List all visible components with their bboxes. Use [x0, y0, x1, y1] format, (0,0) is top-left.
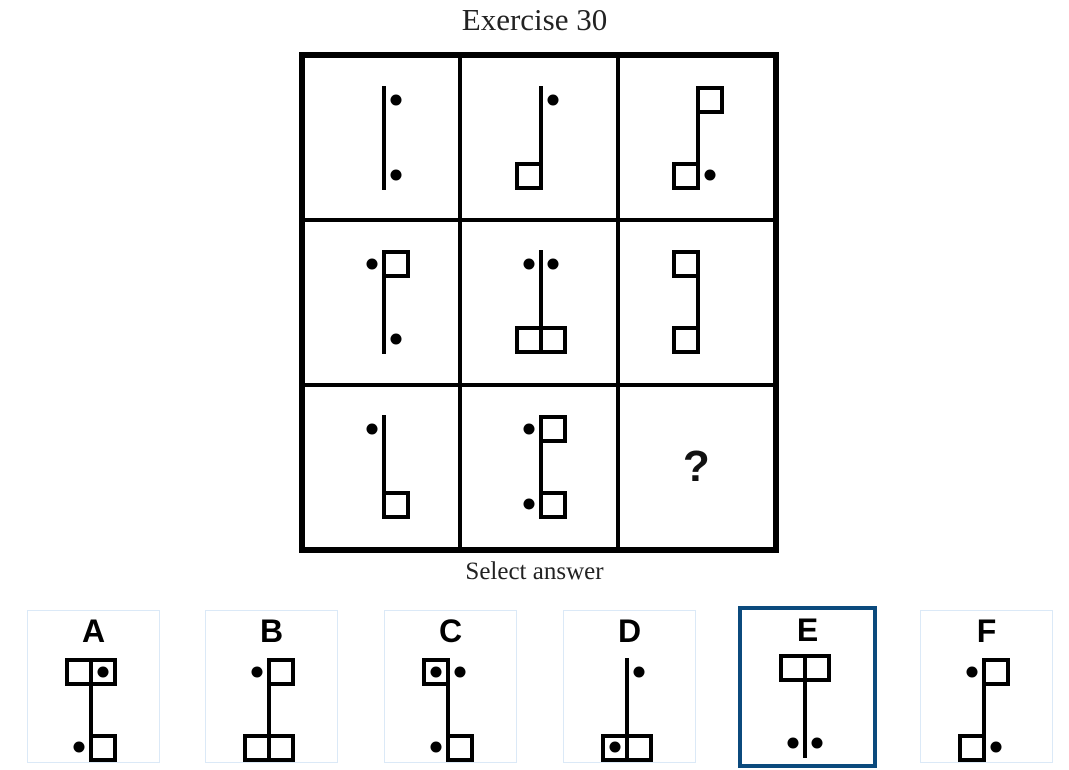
- dot-tr: [547, 258, 559, 270]
- grid-cell: [460, 56, 618, 221]
- option-label: E: [796, 612, 819, 648]
- square-tl: [421, 658, 450, 686]
- figure: [514, 250, 567, 355]
- square-tr: [696, 86, 725, 115]
- dot-bl: [430, 741, 441, 753]
- dot-br: [811, 737, 822, 749]
- square-br: [445, 734, 474, 762]
- dot-br: [390, 169, 402, 181]
- figure: [514, 86, 559, 191]
- dot-br: [990, 741, 1001, 753]
- square-bl: [514, 326, 543, 355]
- figure: [523, 414, 567, 519]
- square-tl: [64, 658, 93, 686]
- square-bl: [957, 734, 986, 762]
- figure: [366, 250, 410, 355]
- option-label: A: [81, 613, 106, 649]
- dot-tr: [547, 94, 559, 106]
- figure: [957, 658, 1010, 762]
- option-label: D: [617, 613, 642, 649]
- square-bl: [514, 162, 543, 191]
- dot-bl: [73, 741, 84, 753]
- grid-cell: [303, 220, 461, 385]
- figure: [242, 658, 295, 762]
- square-br: [624, 734, 653, 762]
- dot-tr: [390, 94, 402, 106]
- grid-cell: [303, 56, 461, 221]
- puzzle-grid: ?: [299, 52, 779, 553]
- figure: [672, 86, 725, 191]
- option-a[interactable]: A: [27, 610, 160, 763]
- square-tr: [381, 250, 410, 279]
- dot-tr: [454, 666, 465, 678]
- square-tr: [981, 658, 1010, 686]
- dot-tr: [97, 666, 108, 678]
- figure: [64, 658, 117, 762]
- square-bl: [672, 162, 701, 191]
- square-br: [381, 490, 410, 519]
- dot-br: [390, 333, 402, 345]
- square-tl: [672, 250, 701, 279]
- square-tl: [778, 654, 807, 682]
- dot-bl: [523, 498, 535, 510]
- dot-tl: [251, 666, 262, 678]
- grid-cell: [617, 220, 775, 385]
- square-br: [88, 734, 117, 762]
- option-label: F: [976, 613, 997, 649]
- dot-tr: [633, 666, 644, 678]
- square-br: [538, 490, 567, 519]
- option-label: B: [259, 613, 284, 649]
- select-answer-label: Select answer: [465, 558, 604, 585]
- grid-cell: ?: [617, 384, 775, 549]
- figure: [381, 86, 402, 191]
- dot-tl: [523, 258, 535, 270]
- square-tr: [266, 658, 295, 686]
- dot-bl: [787, 737, 798, 749]
- square-tr: [802, 654, 831, 682]
- dot-tl: [366, 423, 378, 435]
- figure: [778, 654, 831, 758]
- dot-tl: [430, 666, 441, 678]
- square-tr: [538, 414, 567, 443]
- square-br: [266, 734, 295, 762]
- square-br: [538, 326, 567, 355]
- grid-cell: [303, 384, 461, 549]
- figure: [672, 250, 701, 355]
- square-tr: [88, 658, 117, 686]
- dot-br: [704, 169, 716, 181]
- grid-cell: [460, 220, 618, 385]
- option-d[interactable]: D: [563, 610, 696, 763]
- option-e[interactable]: E: [738, 606, 877, 768]
- option-label: C: [438, 613, 463, 649]
- exercise-title: Exercise 30: [461, 2, 608, 37]
- dot-tl: [966, 666, 977, 678]
- question-mark: ?: [682, 441, 710, 491]
- grid-cell: [460, 384, 618, 549]
- dot-bl: [609, 741, 620, 753]
- figure: [600, 658, 653, 762]
- figure: [366, 414, 410, 519]
- option-c[interactable]: C: [384, 610, 517, 763]
- square-bl: [672, 326, 701, 355]
- grid-cell: [617, 56, 775, 221]
- option-f[interactable]: F: [920, 610, 1053, 763]
- figure: [421, 658, 474, 762]
- dot-tl: [366, 258, 378, 270]
- dot-tl: [523, 423, 535, 435]
- option-b[interactable]: B: [205, 610, 338, 763]
- square-bl: [242, 734, 271, 762]
